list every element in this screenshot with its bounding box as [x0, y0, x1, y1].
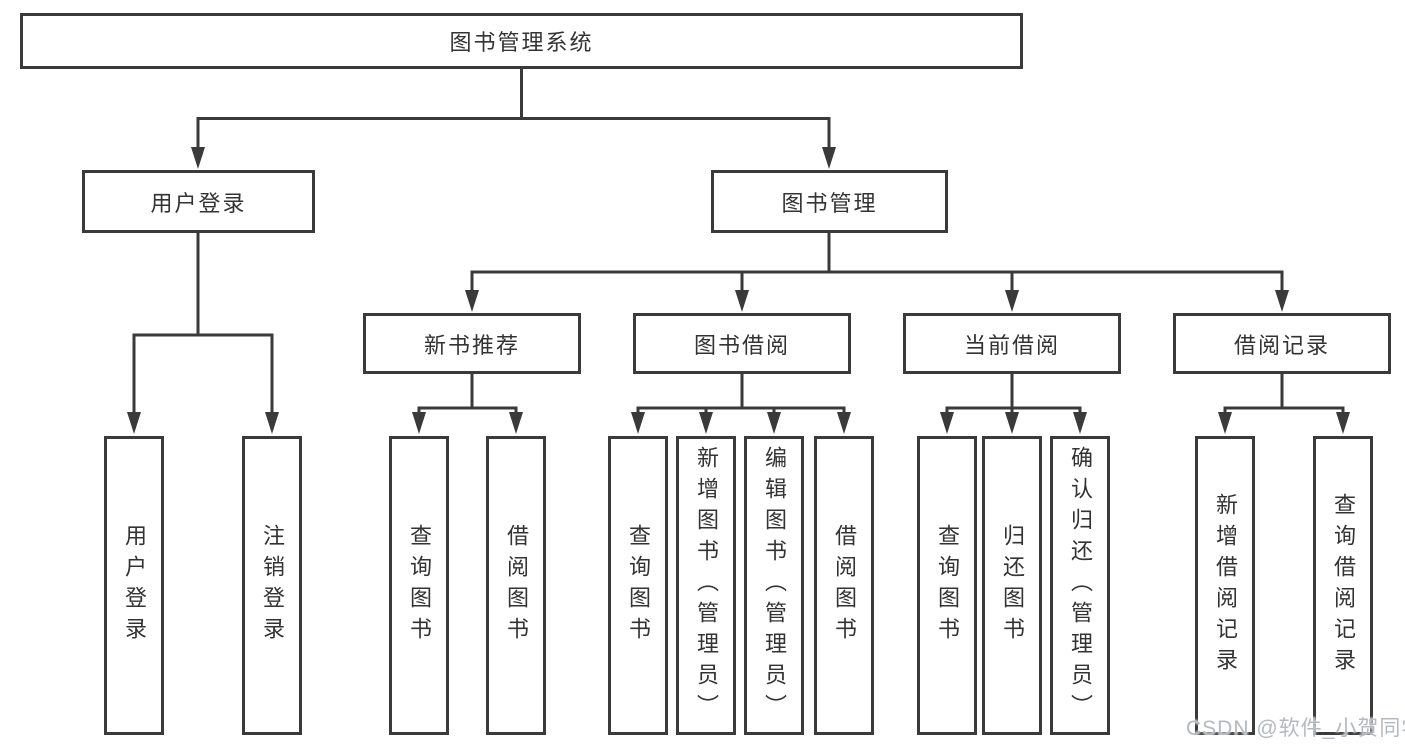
node-label: 图书借阅: [693, 332, 790, 358]
leaf-label: 注销登录: [260, 523, 285, 648]
leaf-return-books: 归还图书: [982, 436, 1042, 735]
leaf-label: 查询图书: [935, 523, 960, 648]
node-user-login: 用户登录: [82, 170, 315, 233]
leaf-label: 编辑图书（管理员）: [762, 446, 787, 725]
node-library-management-system: 图书管理系统: [20, 13, 1023, 69]
leaf-confirm-return-admin: 确认归还（管理员）: [1050, 436, 1110, 735]
leaf-label: 借阅图书: [832, 523, 857, 648]
leaf-label: 查询图书: [626, 523, 651, 648]
leaf-label: 查询图书: [407, 523, 432, 648]
leaf-query-books: 查询图书: [608, 436, 668, 735]
leaf-label: 确认归还（管理员）: [1068, 446, 1093, 725]
leaf-label: 归还图书: [1000, 523, 1025, 648]
node-current-borrowing: 当前借阅: [903, 313, 1121, 374]
leaf-label: 借阅图书: [504, 523, 529, 648]
leaf-borrow-books: 借阅图书: [814, 436, 874, 735]
node-label: 借阅记录: [1233, 332, 1330, 358]
leaf-query-borrow-record: 查询借阅记录: [1313, 436, 1373, 735]
node-new-book-recommend: 新书推荐: [363, 313, 581, 374]
leaf-label: 查询借阅记录: [1331, 492, 1356, 679]
leaf-borrow-books: 借阅图书: [486, 436, 546, 735]
leaf-label: 用户登录: [122, 523, 147, 648]
node-borrow-records: 借阅记录: [1173, 313, 1391, 374]
node-label: 新书推荐: [423, 332, 520, 358]
node-book-borrowing: 图书借阅: [633, 313, 851, 374]
leaf-logout: 注销登录: [242, 436, 302, 735]
leaf-query-books: 查询图书: [917, 436, 977, 735]
node-label: 图书管理系统: [449, 30, 594, 55]
node-label: 用户登录: [150, 190, 247, 216]
leaf-label: 新增借阅记录: [1213, 492, 1238, 679]
node-label: 当前借阅: [963, 332, 1060, 358]
node-label: 图书管理: [781, 190, 878, 216]
leaf-add-books-admin: 新增图书（管理员）: [676, 436, 736, 735]
node-book-management: 图书管理: [711, 170, 948, 233]
leaf-user-login: 用户登录: [104, 436, 164, 735]
leaf-edit-books-admin: 编辑图书（管理员）: [744, 436, 804, 735]
leaf-add-borrow-record: 新增借阅记录: [1195, 436, 1255, 735]
leaf-query-books: 查询图书: [389, 436, 449, 735]
leaf-label: 新增图书（管理员）: [694, 446, 719, 725]
csdn-watermark: CSDN @软件_小贺同学: [1186, 717, 1405, 740]
